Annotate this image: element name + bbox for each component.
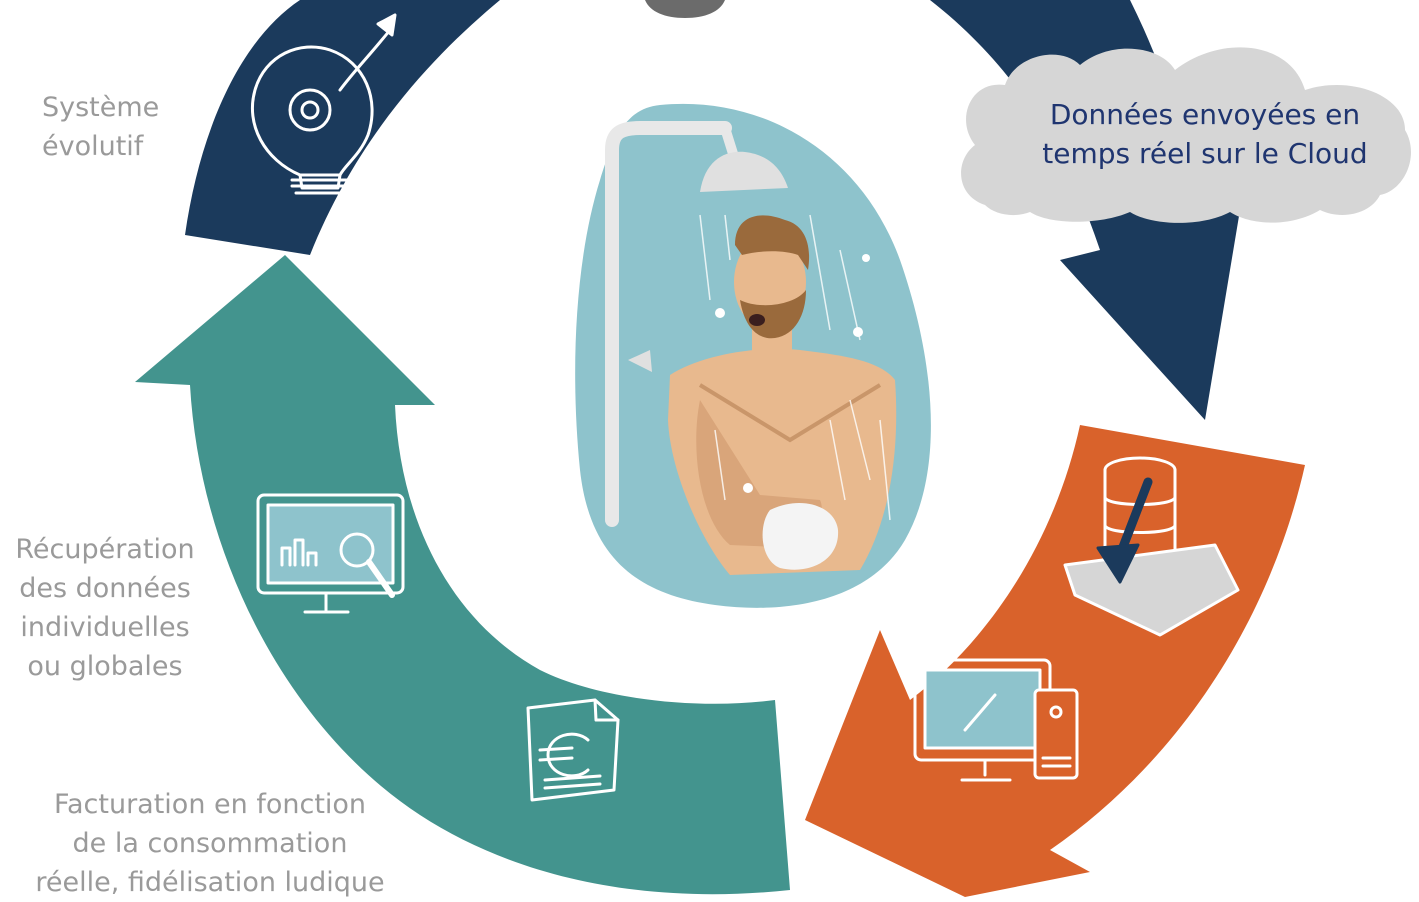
label-line: individuelles bbox=[20, 612, 190, 643]
orange-cycle-arrow bbox=[805, 425, 1305, 897]
database-download-icon bbox=[1063, 456, 1240, 637]
label-facturation: Facturation en fonction de la consommati… bbox=[10, 785, 410, 902]
dashboard-monitor-icon bbox=[256, 493, 405, 614]
label-line: Récupération bbox=[15, 534, 195, 565]
desktop-computer-icon bbox=[913, 658, 1079, 782]
shower-illustration bbox=[575, 103, 931, 608]
cloud-label-line: temps réel sur le Cloud bbox=[1042, 137, 1368, 170]
label-line: évolutif bbox=[42, 131, 144, 162]
lightbulb-gear-icon bbox=[250, 13, 397, 195]
euro-invoice-icon bbox=[526, 698, 620, 802]
label-line: Facturation en fonction bbox=[53, 789, 367, 820]
cloud-shape bbox=[961, 47, 1411, 223]
label-line: de la consommation bbox=[72, 828, 348, 859]
cloud-label: Données envoyées en temps réel sur le Cl… bbox=[1005, 95, 1405, 173]
label-recuperation-donnees: Récupération des données individuelles o… bbox=[0, 530, 210, 686]
label-line: Système bbox=[42, 92, 160, 123]
teal-cycle-arrow bbox=[135, 255, 790, 895]
label-line: des données bbox=[19, 573, 191, 604]
label-line: réelle, fidélisation ludique bbox=[35, 867, 385, 898]
cloud-label-line: Données envoyées en bbox=[1049, 98, 1361, 131]
shower-nozzle-shape bbox=[645, 0, 725, 18]
label-line: ou globales bbox=[27, 651, 183, 682]
label-systeme-evolutif: Système évolutif bbox=[42, 88, 159, 166]
